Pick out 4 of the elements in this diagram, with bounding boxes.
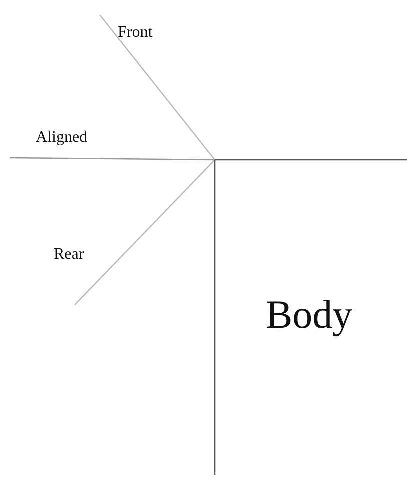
direction-label: Aligned [36,129,88,147]
direction-label: Front [118,24,153,42]
direction-label: Rear [54,246,84,264]
region-label: Body [266,293,353,337]
